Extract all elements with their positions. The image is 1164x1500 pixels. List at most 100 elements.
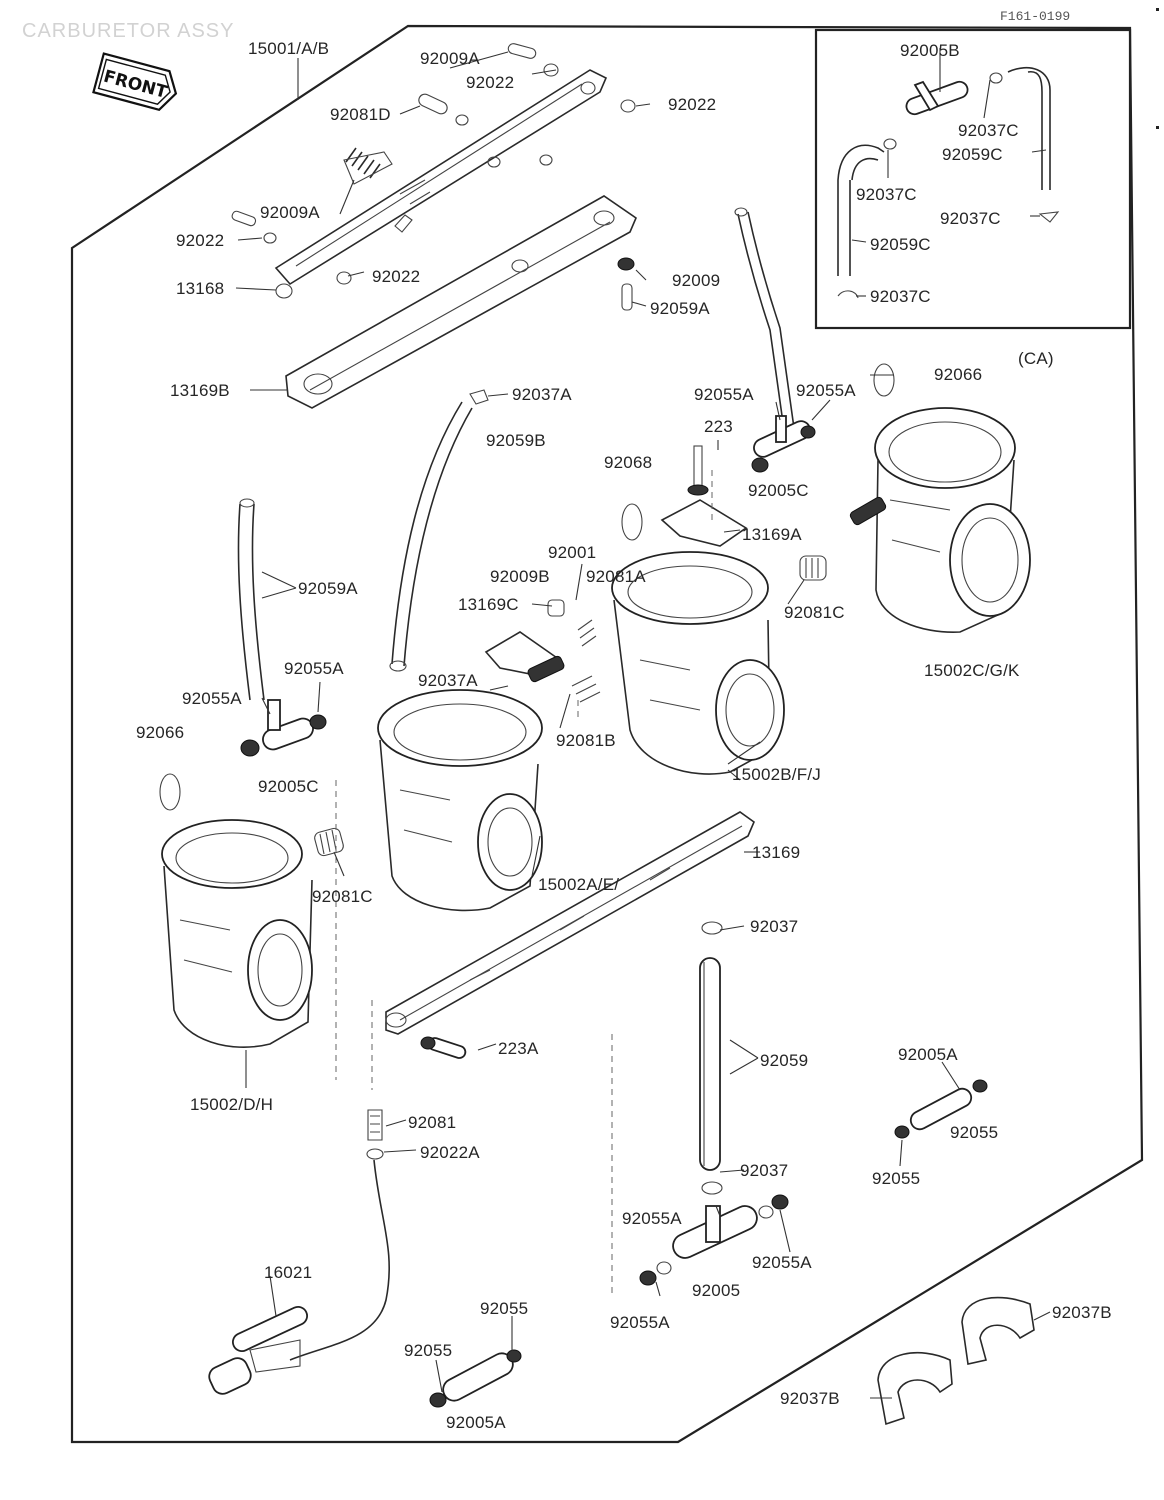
part-label: 92081D — [330, 105, 391, 124]
part-label: 92037B — [780, 1389, 840, 1408]
reference-lines — [335, 470, 713, 1296]
part-label: 92022 — [668, 95, 716, 114]
part-label: 92009 — [672, 271, 720, 290]
part-label: 13169C — [458, 595, 519, 614]
small-screws-top — [231, 43, 636, 311]
part-label: 92037B — [1052, 1303, 1112, 1322]
part-label: 92055 — [872, 1169, 920, 1188]
part-label: 15002A/E/ — [538, 875, 619, 894]
diagram-code: F161-0199 — [1000, 9, 1070, 24]
vent-hose-92059b — [389, 389, 489, 672]
part-label: 92037A — [512, 385, 572, 404]
part-label: 15002/D/H — [190, 1095, 273, 1114]
part-label: 92022A — [420, 1143, 480, 1162]
corner-mark — [1156, 126, 1159, 129]
part-label: 92059B — [486, 431, 546, 450]
part-label: 92055A — [610, 1313, 670, 1332]
spring-92081d — [343, 93, 448, 185]
part-label: 92055A — [796, 381, 856, 400]
part-label: 92081A — [586, 567, 646, 586]
part-label: 92009A — [420, 49, 480, 68]
part-label: 92005B — [900, 41, 960, 60]
hose-clamps-92037b — [877, 1296, 1035, 1426]
part-label: 92009B — [490, 567, 550, 586]
corner-mark — [1156, 8, 1159, 11]
part-label: 16021 — [264, 1263, 312, 1282]
part-label: 92001 — [548, 543, 596, 562]
throttle-cable-16021 — [208, 1109, 391, 1395]
inset-hoses — [837, 66, 1060, 299]
part-label: 92068 — [604, 453, 652, 472]
diagram-title: CARBURETOR ASSY — [22, 20, 234, 42]
fitting-92005c-left — [240, 699, 327, 757]
part-label: 92005 — [692, 1281, 740, 1300]
part-label: 92009A — [260, 203, 320, 222]
part-label: 92066 — [934, 365, 982, 384]
fitting-92005-tee — [639, 1181, 789, 1286]
part-label: 92037 — [740, 1161, 788, 1180]
inset-box — [814, 28, 1132, 330]
leader-lines — [235, 48, 1051, 1399]
part-label: 92037A — [418, 671, 478, 690]
part-label: 92081C — [312, 887, 373, 906]
part-label: 92037C — [958, 121, 1019, 140]
part-label: 92005C — [748, 481, 809, 500]
part-number-labels: 92005B 92037C 92059C 92037C 92037C 92059… — [136, 39, 1112, 1432]
part-label: 92055A — [182, 689, 242, 708]
part-label: 92055A — [694, 385, 754, 404]
part-label: 92059 — [760, 1051, 808, 1070]
carburetor-15002 — [161, 819, 344, 1048]
part-label: 92037C — [856, 185, 917, 204]
part-label: 92055 — [950, 1123, 998, 1142]
part-label: 92059A — [298, 579, 358, 598]
carburetor-15002a — [377, 599, 601, 912]
small-plugs — [159, 363, 895, 935]
part-label: 92066 — [136, 723, 184, 742]
part-label: 223 — [704, 417, 733, 436]
vent-hose-92059a-right — [734, 207, 795, 431]
fitting-92005a-bottom — [429, 1349, 522, 1408]
part-label: 92055A — [284, 659, 344, 678]
part-label: 92059A — [650, 299, 710, 318]
part-label: 15001/A/B — [248, 39, 329, 58]
part-label: 15002B/F/J — [732, 765, 821, 784]
part-label: 92005A — [446, 1413, 506, 1432]
lower-bracket-13169b — [285, 195, 637, 409]
part-label: 92059C — [870, 235, 931, 254]
fitting-92005c-right — [751, 415, 816, 473]
part-label: 92037C — [870, 287, 931, 306]
part-label: 92055 — [404, 1341, 452, 1360]
part-label: 92005C — [258, 777, 319, 796]
part-label: 92022 — [466, 73, 514, 92]
part-label: 15002C/G/K — [924, 661, 1020, 680]
vent-hose-92059a-left — [237, 498, 265, 701]
screw-223a — [420, 1036, 467, 1059]
part-label: 92059C — [942, 145, 1003, 164]
part-label: 92055A — [752, 1253, 812, 1272]
part-label: 92037C — [940, 209, 1001, 228]
part-label: 223A — [498, 1039, 539, 1058]
carburetor-15002c — [799, 407, 1031, 633]
fuel-hose-92059 — [699, 957, 721, 1171]
upper-bracket-15001 — [274, 69, 608, 299]
part-label: 92005A — [898, 1045, 958, 1064]
part-label: 92081B — [556, 731, 616, 750]
part-label: 92081 — [408, 1113, 456, 1132]
part-label: 13169 — [752, 843, 800, 862]
part-label: 13169A — [742, 525, 802, 544]
part-label: 92022 — [372, 267, 420, 286]
carburetor-15002b — [611, 445, 785, 775]
front-arrow-icon: FRONT — [92, 52, 178, 112]
lower-bracket-13169 — [385, 811, 755, 1035]
inset-tag: (CA) — [1018, 349, 1054, 368]
part-label: 92055A — [622, 1209, 682, 1228]
part-label: 92055 — [480, 1299, 528, 1318]
part-label: 92081C — [784, 603, 845, 622]
part-label: 92037 — [750, 917, 798, 936]
main-frame — [70, 24, 1144, 1444]
part-label: 13168 — [176, 279, 224, 298]
fitting-92005a-right — [894, 1079, 988, 1139]
part-label: 92022 — [176, 231, 224, 250]
